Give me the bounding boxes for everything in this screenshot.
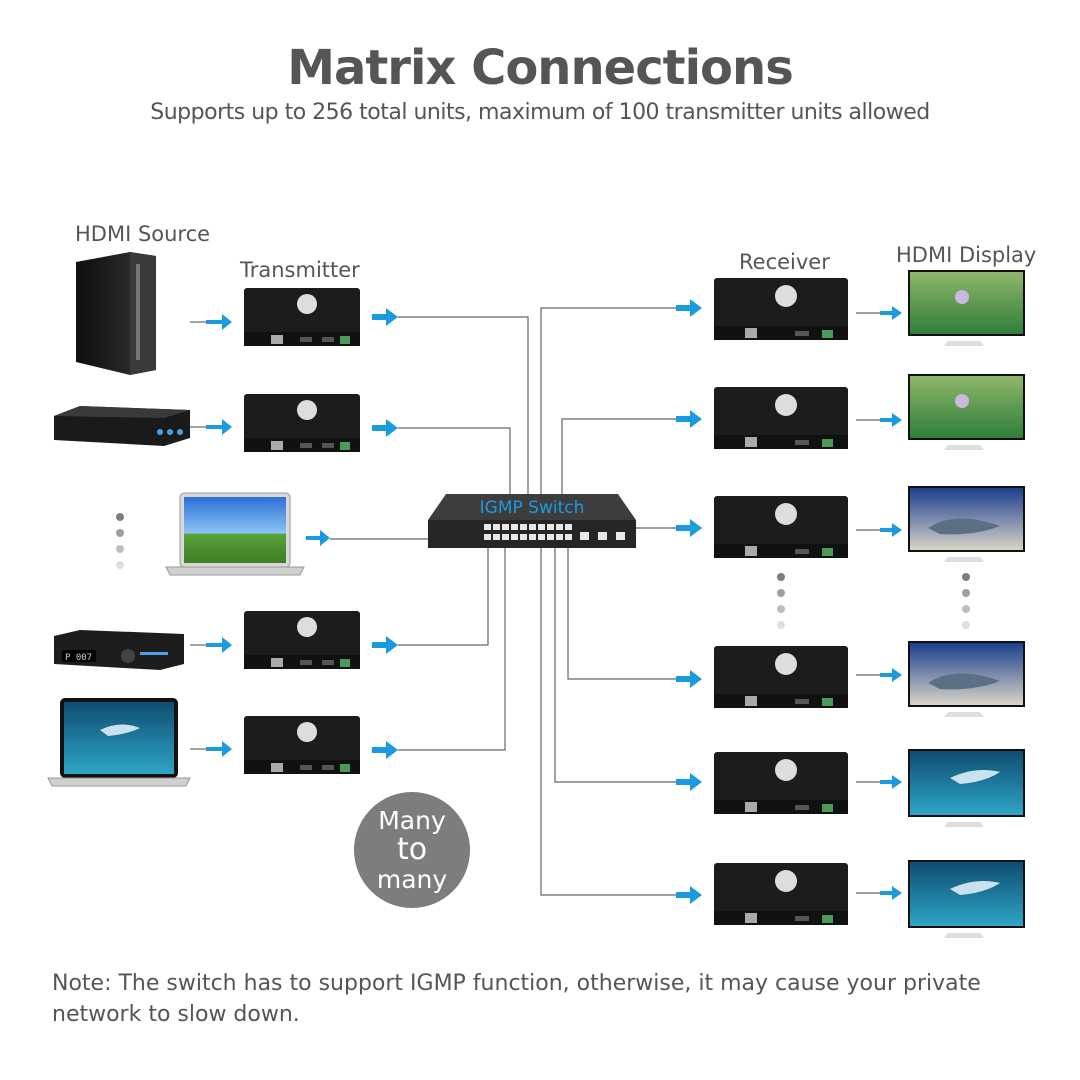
arrow-icon bbox=[880, 775, 902, 789]
arrow-icon bbox=[676, 519, 702, 537]
badge-line-1: Many bbox=[378, 806, 446, 835]
arrow-icon bbox=[676, 299, 702, 317]
set-top-box-icon: P 007 bbox=[54, 630, 184, 670]
tx5-line bbox=[398, 548, 506, 751]
transmitter-2 bbox=[244, 394, 360, 452]
badge-line-2: to bbox=[396, 832, 428, 867]
hdmi-display-label: HDMI Display bbox=[896, 243, 1037, 267]
arrow-icon bbox=[880, 413, 902, 427]
arrow-icon bbox=[206, 741, 232, 757]
display-6 bbox=[908, 860, 1025, 938]
more-receivers-dots bbox=[777, 573, 785, 629]
rx1-line bbox=[540, 307, 676, 500]
arrow-icon bbox=[372, 741, 398, 759]
switch-label: IGMP Switch bbox=[480, 498, 585, 518]
badge-line-3: many bbox=[376, 865, 448, 894]
receiver-1 bbox=[714, 278, 848, 340]
signal-arrows bbox=[206, 299, 902, 904]
arrow-tails bbox=[190, 312, 880, 894]
display-5 bbox=[908, 749, 1025, 827]
display-2 bbox=[908, 374, 1025, 450]
display-4 bbox=[908, 641, 1025, 717]
tx1-line bbox=[398, 316, 529, 500]
receiver-label: Receiver bbox=[739, 250, 830, 274]
arrow-icon bbox=[206, 637, 232, 653]
rx6-line bbox=[540, 548, 676, 896]
rx2-line bbox=[561, 418, 676, 500]
laptop-icon bbox=[165, 492, 305, 576]
arrow-icon bbox=[676, 670, 702, 688]
arrow-icon bbox=[372, 636, 398, 654]
page-title: Matrix Connections bbox=[287, 40, 794, 96]
more-displays-dots bbox=[962, 573, 970, 629]
transmitter-4 bbox=[244, 716, 360, 774]
receiver-3 bbox=[714, 496, 848, 558]
arrow-icon bbox=[372, 308, 398, 326]
display-1 bbox=[908, 270, 1025, 346]
receiver-4 bbox=[714, 646, 848, 708]
rx4-line bbox=[567, 548, 676, 680]
arrow-icon bbox=[676, 410, 702, 428]
arrow-icon bbox=[880, 523, 902, 537]
macbook-icon bbox=[47, 698, 191, 787]
transmitter-3 bbox=[244, 611, 360, 669]
tower-pc-icon bbox=[76, 252, 156, 375]
many-to-many-badge: Many to many bbox=[354, 792, 470, 908]
tx4-line bbox=[398, 548, 489, 646]
svg-text:P 007: P 007 bbox=[65, 653, 92, 663]
arrow-icon bbox=[306, 530, 330, 546]
hdmi-source-label: HDMI Source bbox=[75, 222, 211, 246]
arrow-icon bbox=[880, 306, 902, 320]
display-3 bbox=[908, 486, 1025, 562]
arrow-icon bbox=[880, 668, 902, 682]
tx2-line bbox=[398, 427, 511, 500]
footnote: Note: The switch has to support IGMP fun… bbox=[52, 971, 981, 1027]
arrow-icon bbox=[676, 886, 702, 904]
arrow-icon bbox=[676, 773, 702, 791]
receiver-2 bbox=[714, 387, 848, 449]
receiver-5 bbox=[714, 752, 848, 814]
receiver-6 bbox=[714, 863, 848, 925]
arrow-icon bbox=[372, 419, 398, 437]
rx5-line bbox=[554, 548, 676, 783]
arrow-icon bbox=[880, 886, 902, 900]
arrow-icon bbox=[206, 314, 232, 330]
igmp-switch: IGMP Switch bbox=[428, 494, 636, 548]
dvd-player-icon bbox=[54, 406, 190, 446]
transmitter-1 bbox=[244, 288, 360, 346]
connection-lines bbox=[330, 307, 676, 896]
more-sources-dots bbox=[116, 513, 124, 569]
page-subtitle: Supports up to 256 total units, maximum … bbox=[150, 100, 930, 125]
arrow-icon bbox=[206, 419, 232, 435]
transmitter-label: Transmitter bbox=[240, 258, 360, 282]
